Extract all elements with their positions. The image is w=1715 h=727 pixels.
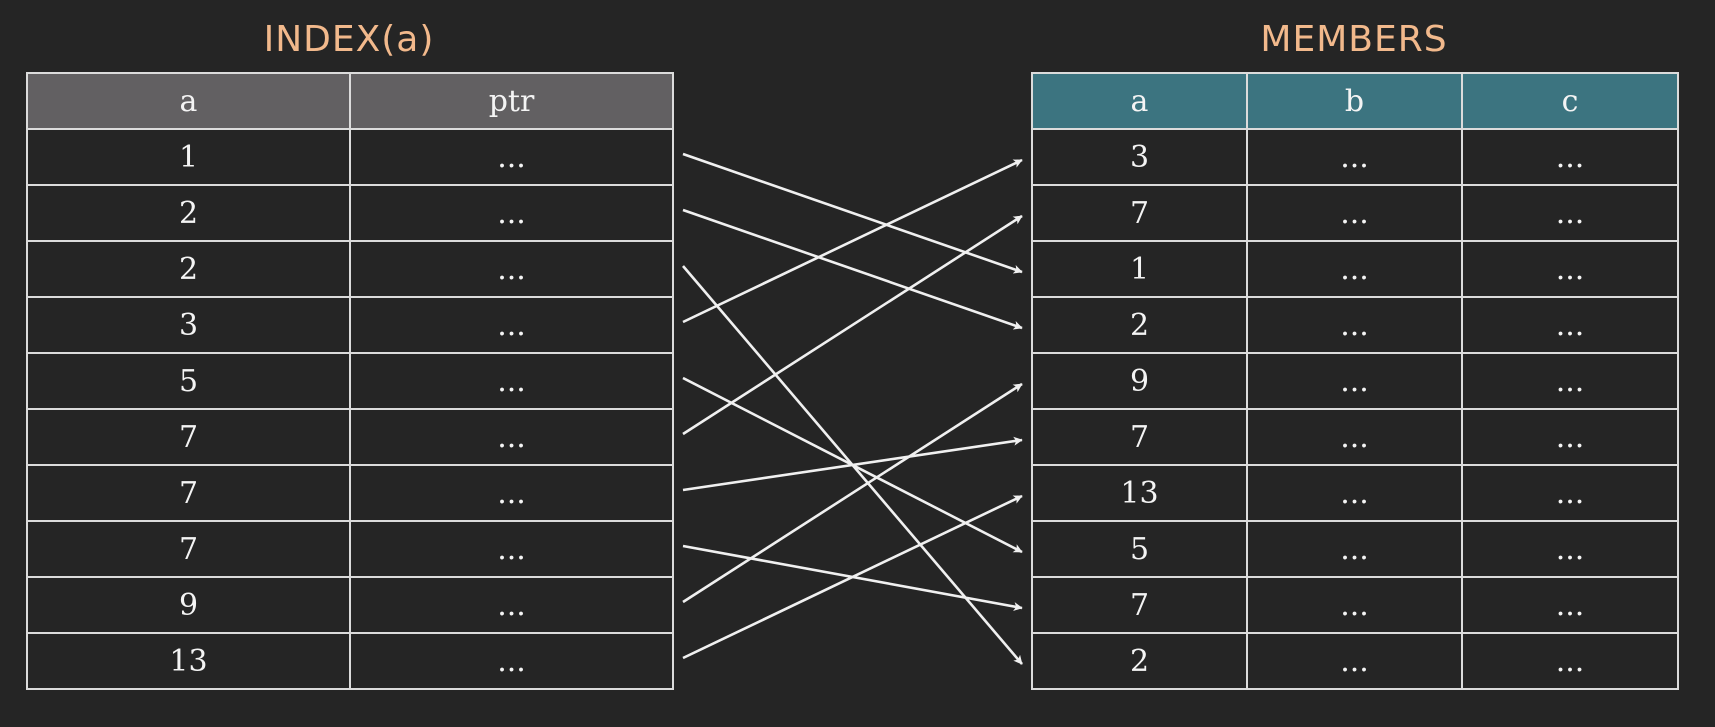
index-cell-a: 13 bbox=[26, 632, 351, 690]
members-cell-b: ... bbox=[1246, 184, 1463, 242]
index-cell-ptr: ... bbox=[349, 464, 674, 522]
members-title: MEMBERS bbox=[1260, 19, 1448, 60]
index-header-row: a ptr bbox=[26, 72, 674, 130]
index-row: 3... bbox=[26, 296, 674, 354]
pointer-arrow bbox=[682, 214, 1023, 436]
members-cell-a: 7 bbox=[1031, 184, 1248, 242]
members-cell-c: ... bbox=[1461, 408, 1679, 466]
members-row: 9...... bbox=[1031, 352, 1679, 410]
index-cell-ptr: ... bbox=[349, 408, 674, 466]
index-cell-a: 2 bbox=[26, 240, 351, 298]
members-cell-c: ... bbox=[1461, 352, 1679, 410]
pointer-arrow bbox=[682, 382, 1023, 604]
pointer-arrow bbox=[682, 208, 1023, 330]
index-cell-ptr: ... bbox=[349, 184, 674, 242]
members-cell-a: 7 bbox=[1031, 576, 1248, 634]
members-cell-b: ... bbox=[1246, 240, 1463, 298]
members-row: 3...... bbox=[1031, 128, 1679, 186]
members-cell-c: ... bbox=[1461, 520, 1679, 578]
index-cell-a: 5 bbox=[26, 352, 351, 410]
pointer-arrow bbox=[682, 436, 1023, 492]
members-cell-c: ... bbox=[1461, 184, 1679, 242]
index-row: 1... bbox=[26, 128, 674, 186]
index-row: 9... bbox=[26, 576, 674, 634]
pointer-arrow bbox=[682, 152, 1023, 274]
members-cell-b: ... bbox=[1246, 464, 1463, 522]
members-row: 7...... bbox=[1031, 408, 1679, 466]
members-cell-c: ... bbox=[1461, 632, 1679, 690]
index-cell-ptr: ... bbox=[349, 296, 674, 354]
index-cell-ptr: ... bbox=[349, 128, 674, 186]
members-cell-b: ... bbox=[1246, 408, 1463, 466]
members-cell-a: 3 bbox=[1031, 128, 1248, 186]
pointer-arrow bbox=[682, 494, 1023, 660]
index-cell-a: 9 bbox=[26, 576, 351, 634]
members-cell-a: 2 bbox=[1031, 296, 1248, 354]
members-table: a b c 3...... 7...... 1...... 2...... 9.… bbox=[1031, 72, 1679, 690]
members-row: 7...... bbox=[1031, 184, 1679, 242]
index-row: 2... bbox=[26, 240, 674, 298]
index-header-ptr: ptr bbox=[349, 72, 674, 130]
members-row: 2...... bbox=[1031, 632, 1679, 690]
index-title: INDEX(a) bbox=[263, 19, 435, 60]
index-cell-ptr: ... bbox=[349, 632, 674, 690]
index-cell-a: 3 bbox=[26, 296, 351, 354]
members-cell-a: 7 bbox=[1031, 408, 1248, 466]
members-header-a: a bbox=[1031, 72, 1248, 130]
members-header-row: a b c bbox=[1031, 72, 1679, 130]
members-cell-b: ... bbox=[1246, 352, 1463, 410]
members-header-b: b bbox=[1246, 72, 1463, 130]
index-cell-ptr: ... bbox=[349, 352, 674, 410]
members-row: 2...... bbox=[1031, 296, 1679, 354]
members-cell-c: ... bbox=[1461, 464, 1679, 522]
index-cell-a: 7 bbox=[26, 408, 351, 466]
members-cell-a: 13 bbox=[1031, 464, 1248, 522]
members-cell-b: ... bbox=[1246, 576, 1463, 634]
members-cell-c: ... bbox=[1461, 240, 1679, 298]
index-cell-a: 2 bbox=[26, 184, 351, 242]
index-row: 2... bbox=[26, 184, 674, 242]
members-cell-b: ... bbox=[1246, 296, 1463, 354]
members-row: 5...... bbox=[1031, 520, 1679, 578]
index-row: 7... bbox=[26, 464, 674, 522]
members-cell-a: 5 bbox=[1031, 520, 1248, 578]
members-cell-b: ... bbox=[1246, 632, 1463, 690]
members-row: 1...... bbox=[1031, 240, 1679, 298]
index-header-a: a bbox=[26, 72, 351, 130]
members-cell-c: ... bbox=[1461, 576, 1679, 634]
index-cell-a: 7 bbox=[26, 464, 351, 522]
index-cell-ptr: ... bbox=[349, 240, 674, 298]
members-header-c: c bbox=[1461, 72, 1679, 130]
members-row: 7...... bbox=[1031, 576, 1679, 634]
index-cell-ptr: ... bbox=[349, 520, 674, 578]
index-row: 13... bbox=[26, 632, 674, 690]
members-cell-b: ... bbox=[1246, 128, 1463, 186]
index-cell-a: 1 bbox=[26, 128, 351, 186]
members-cell-a: 9 bbox=[1031, 352, 1248, 410]
index-cell-ptr: ... bbox=[349, 576, 674, 634]
members-cell-b: ... bbox=[1246, 520, 1463, 578]
index-row: 7... bbox=[26, 520, 674, 578]
members-cell-a: 2 bbox=[1031, 632, 1248, 690]
index-cell-a: 7 bbox=[26, 520, 351, 578]
members-cell-a: 1 bbox=[1031, 240, 1248, 298]
members-row: 13...... bbox=[1031, 464, 1679, 522]
index-table: a ptr 1... 2... 2... 3... 5... 7... 7...… bbox=[26, 72, 674, 690]
index-row: 5... bbox=[26, 352, 674, 410]
members-cell-c: ... bbox=[1461, 128, 1679, 186]
index-row: 7... bbox=[26, 408, 674, 466]
members-cell-c: ... bbox=[1461, 296, 1679, 354]
pointer-arrow bbox=[682, 158, 1023, 324]
